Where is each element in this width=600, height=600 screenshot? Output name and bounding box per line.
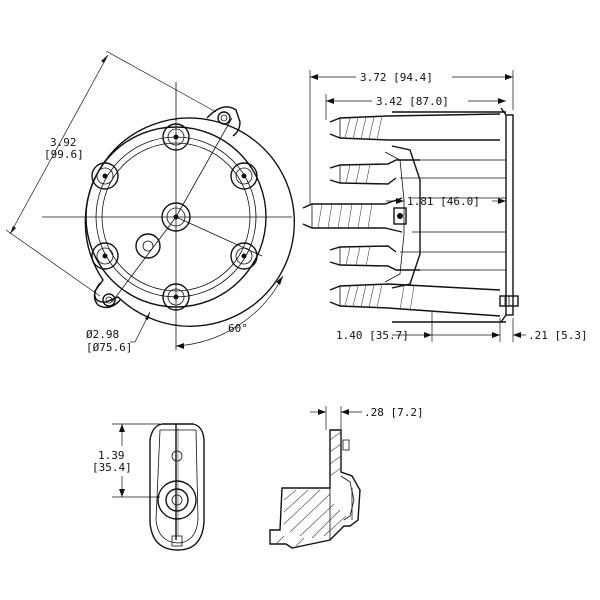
terminal-boss-lower-right <box>230 242 258 270</box>
rotor-thickness-dimension: .28 [7.2] <box>310 406 424 430</box>
flange-diagonal-dimension: 3.92 [99.6] <box>5 50 217 297</box>
bolt-circle-mm-label: [Ø75.6] <box>86 341 132 354</box>
terminal-tower-1 <box>329 113 501 141</box>
mounting-screw <box>499 295 519 307</box>
vent-hole <box>135 233 161 259</box>
terminal-tower-5 <box>329 283 501 317</box>
terminal-boss-top <box>162 123 190 151</box>
angle-label: 60° <box>228 322 248 335</box>
terminal-boss-bottom <box>162 283 190 311</box>
lip-width-label: .21 [5.3] <box>528 329 588 342</box>
terminal-tower-center <box>302 197 407 233</box>
overall-length-dimension: 3.72 [94.4] <box>309 70 514 205</box>
tower-length-dimension: 3.42 [87.0] <box>325 94 506 120</box>
terminal-tower-2 <box>329 159 420 185</box>
center-depth-label: 1.81 [46.0] <box>407 195 480 208</box>
rotor-length-mm-label: [35.4] <box>92 461 132 474</box>
rotor-length-dimension: 1.39 [35.4] <box>92 423 160 498</box>
lip-width-dimension: .21 [5.3] <box>512 318 588 342</box>
terminal-boss-center <box>161 202 191 232</box>
tower-length-label: 3.42 [87.0] <box>376 95 449 108</box>
terminal-tower-4 <box>329 245 420 271</box>
rotor-thickness-label: .28 [7.2] <box>364 406 424 419</box>
bolt-circle-in-label: Ø2.98 <box>86 328 119 341</box>
flange-diagonal-in-label: 3.92 <box>50 136 77 149</box>
center-depth-dimension: 1.81 [46.0] <box>386 195 506 208</box>
cap-side-view: 3.72 [94.4] 3.42 [87.0] 1.81 [46.0] <box>302 70 588 342</box>
body-depth-dimension: 1.40 [35.7] <box>336 312 501 342</box>
terminal-boss-lower-left <box>91 242 119 270</box>
angle-dimension: 60° <box>175 275 284 349</box>
body-depth-label: 1.40 [35.7] <box>336 329 409 342</box>
overall-length-label: 3.72 [94.4] <box>360 71 433 84</box>
terminal-boss-upper-left <box>91 162 119 190</box>
terminal-boss-upper-right <box>230 162 258 190</box>
rotor-length-in-label: 1.39 <box>98 449 125 462</box>
bolt-circle-dimension: Ø2.98 [Ø75.6] <box>86 311 151 354</box>
cap-front-view: 3.92 [99.6] Ø2.98 [Ø75.6] 60° <box>5 50 296 354</box>
rotor-top-view: 1.39 [35.4] <box>92 423 205 551</box>
rotor-side-view: .28 [7.2] <box>269 406 424 549</box>
flange-diagonal-mm-label: [99.6] <box>44 148 84 161</box>
